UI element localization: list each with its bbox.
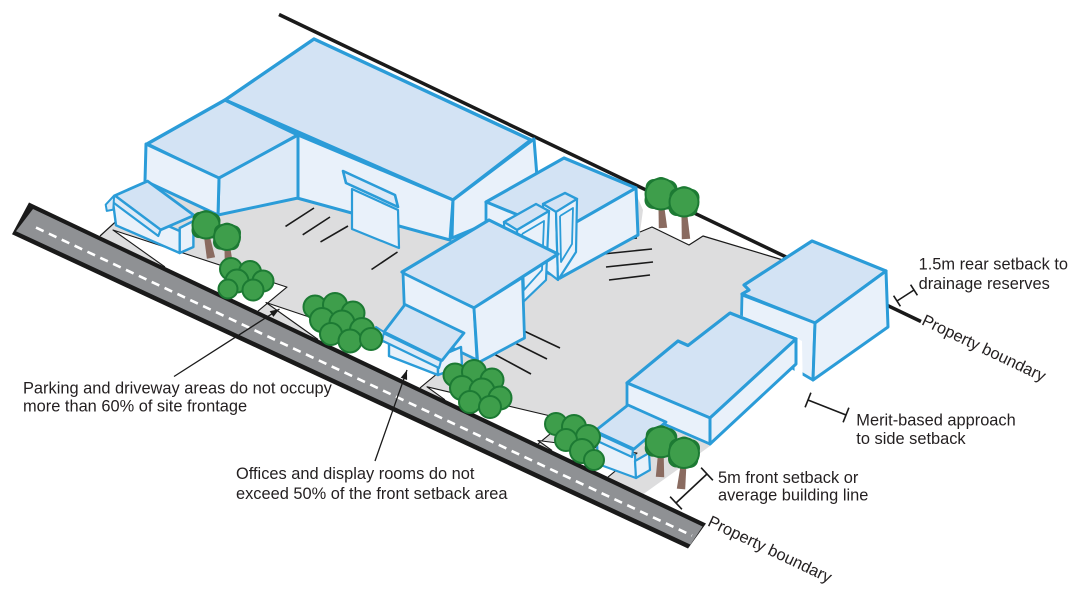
svg-text:Merit-based approach: Merit-based approach <box>856 412 1015 430</box>
svg-text:drainage reserves: drainage reserves <box>919 275 1050 293</box>
svg-text:more than 60% of site frontage: more than 60% of site frontage <box>23 398 247 416</box>
svg-text:Offices and display rooms do n: Offices and display rooms do not <box>236 465 475 483</box>
svg-text:to side setback: to side setback <box>856 430 966 448</box>
svg-text:5m front setback or: 5m front setback or <box>718 469 859 487</box>
svg-text:exceed 50% of the front setbac: exceed 50% of the front setback area <box>236 485 508 503</box>
svg-text:1.5m rear setback to: 1.5m rear setback to <box>919 256 1068 274</box>
svg-text:Parking and driveway areas do: Parking and driveway areas do not occupy <box>23 380 333 398</box>
svg-text:average building line: average building line <box>718 487 868 505</box>
